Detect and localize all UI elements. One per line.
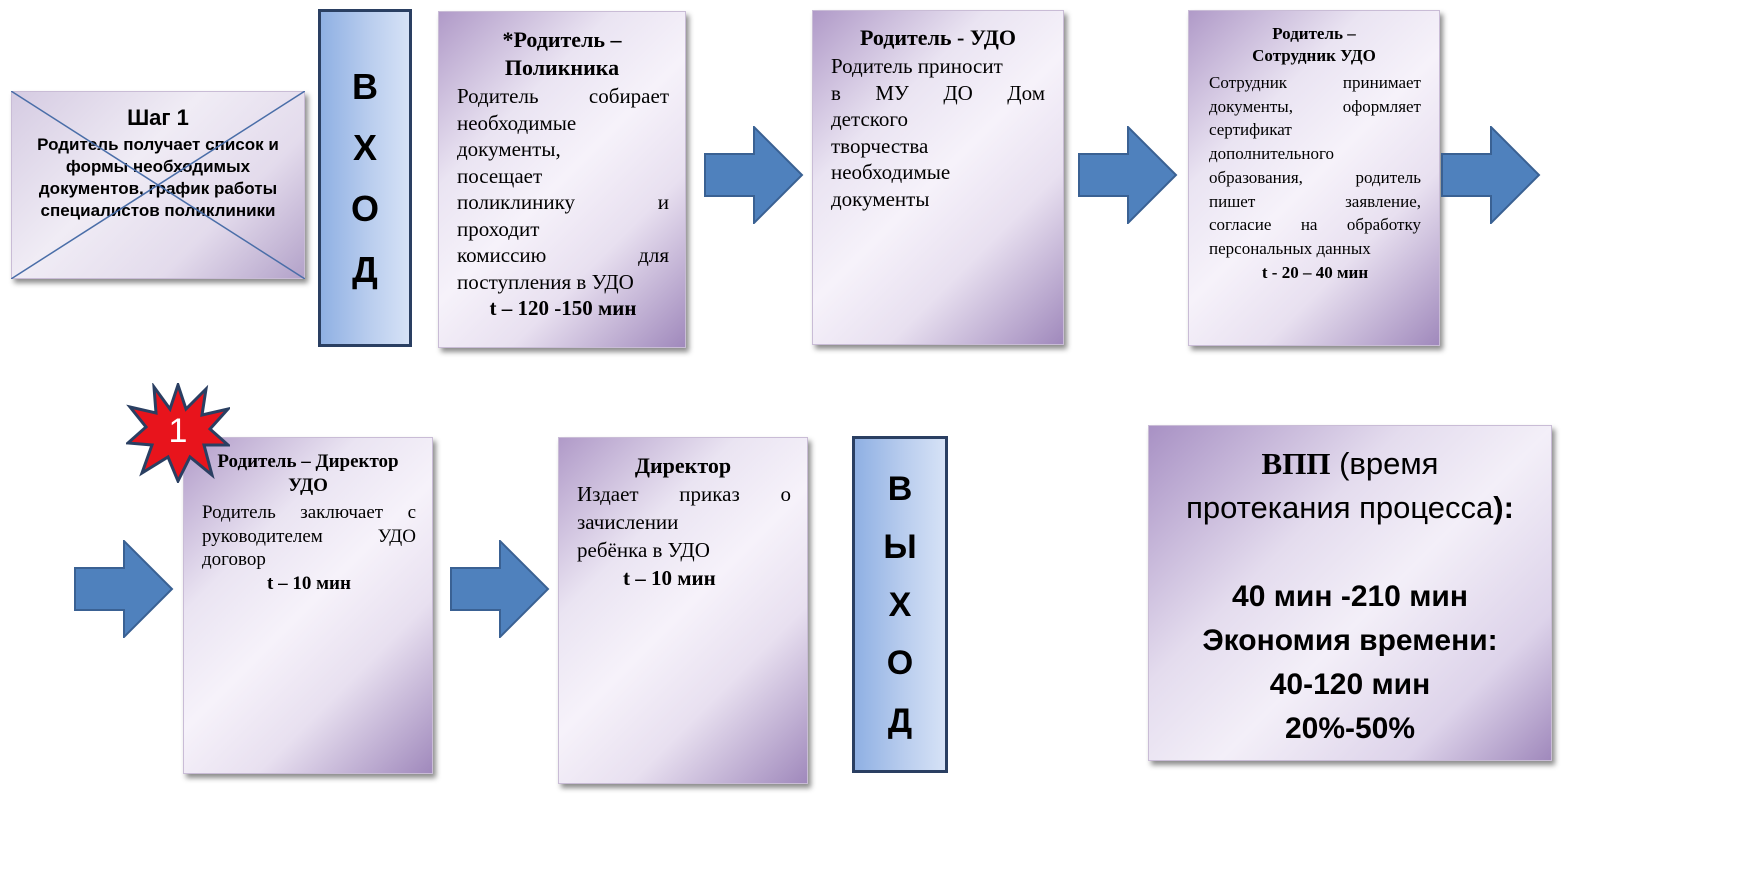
text-line: документы, [457,137,561,161]
box-director-parent: Родитель – Директор УДО Родитель заключа… [183,437,433,774]
box-director-parent-title-line: УДО [288,475,328,496]
text-line: детского [831,107,908,131]
text-line: Сотрудник принимает [1209,73,1421,92]
box-udo-title: Родитель - УДО [859,25,1017,50]
text-line: поликлинику и [457,190,669,214]
text-line: в МУ ДО Дом [831,80,1045,105]
summary-title-colon: ): [1493,490,1514,525]
text-line: образования, родитель [1209,167,1421,187]
arrow-right-icon [1078,126,1178,224]
box-employee-title: Родитель – Сотрудник УДО [1195,23,1433,67]
arrow-right-icon [450,540,550,638]
box-employee-time: t - 20 – 40 мин [1261,262,1369,282]
box-employee: Родитель – Сотрудник УДО Сотрудник прини… [1188,10,1440,346]
badge-label: 1 [168,412,188,450]
summary-savings-label: Экономия времени: [1202,624,1498,657]
text-line: сертификат [1209,120,1292,140]
text-line: согласие на обработку [1209,215,1421,235]
entry-letter: Х [352,126,377,168]
entry-letter: О [350,187,379,229]
summary-title-line2: протекания процесса): [1149,487,1551,529]
exit-letter: О [886,643,914,682]
text-line: посещает [457,163,543,188]
text-line: Издает приказ о [577,482,791,506]
box-director-title: Директор [634,453,732,478]
text-line: персональных данных [1209,238,1371,258]
box-polyclinic-time: t – 120 -150 мин [489,296,637,320]
text-line: проходит [457,216,540,241]
entry-letter: Д [352,248,378,290]
summary-title: ВПП (время [1149,443,1551,485]
box-employee-title-line: Родитель – [1272,24,1356,43]
text-line: поступления в УДО [457,269,634,294]
text-line: документы [831,186,930,211]
exit-letter: Ы [883,527,917,566]
summary-box: ВПП (время протекания процесса): 40 мин … [1148,425,1552,761]
box-employee-text: Сотрудник принимает документы, оформляет… [1209,71,1421,284]
summary-title-line2-text: протекания процесса [1186,490,1494,525]
text-line: Родитель приносит [831,54,1003,78]
text-line: дополнительного [1209,144,1335,164]
text-line: Родитель заключает с [202,502,416,523]
exit-box: В Ы Х О Д [852,436,948,773]
box-employee-title-line: Сотрудник УДО [1252,46,1376,65]
cross-out-icon [11,91,305,279]
arrow-right-icon [74,540,174,638]
summary-savings-value: 40-120 мин [1269,668,1431,701]
exit-letter: Х [888,585,912,624]
box-udo-text: Родитель приносит в МУ ДО Дом детского т… [831,53,1045,212]
text-line: Родитель собирает [457,84,669,108]
text-line: договор [202,549,266,570]
box-polyclinic-text: Родитель собирает необходимые документы,… [457,83,669,322]
text-line: необходимые [457,110,577,135]
summary-title-bold: ВПП [1261,446,1331,481]
text-line: пишет заявление, [1209,191,1421,211]
step1-text: Родитель получает список и формы необход… [37,135,279,220]
text-line: руководителем УДО [202,525,416,547]
box-director-parent-title-line: Родитель – Директор [217,451,399,472]
summary-title-rest: (время [1330,446,1439,481]
starburst-icon [126,383,230,483]
badge-starburst: 1 [126,383,230,483]
box-director-parent-text: Родитель заключает с руководителем УДО д… [202,501,416,595]
box-director-time: t – 10 мин [623,566,716,590]
box-polyclinic-title: *Родитель – Поликника [502,27,622,80]
entry-box: В Х О Д [318,9,412,347]
step1-title: Шаг 1 [127,105,189,130]
arrow-right-icon [704,126,804,224]
box-director-text: Издает приказ о зачислении ребёнка в УДО… [577,480,791,592]
box-director-parent-time: t – 10 мин [267,572,351,594]
entry-letter: В [352,65,378,107]
text-line: ребёнка в УДО [577,538,710,562]
text-line: документы, оформляет [1209,96,1421,116]
exit-letter: В [887,469,913,508]
box-director-parent-title: Родитель – Директор УДО [188,450,428,498]
box-director: Директор Издает приказ о зачислении ребё… [558,437,808,784]
text-line: зачислении [577,510,679,534]
box-udo: Родитель - УДО Родитель приносит в МУ ДО… [812,10,1064,345]
text-line: комиссию для [457,243,669,267]
step1-box: Шаг 1 Родитель получает список и формы н… [11,91,305,279]
summary-savings-percent: 20%-50% [1284,712,1416,745]
exit-letter: Д [887,701,913,740]
text-line: необходимые [831,160,951,184]
arrow-right-icon [1441,126,1541,224]
text-line: творчества [831,133,929,158]
summary-range: 40 мин -210 мин [1232,580,1468,613]
box-polyclinic: *Родитель – Поликника Родитель собирает … [438,11,686,348]
